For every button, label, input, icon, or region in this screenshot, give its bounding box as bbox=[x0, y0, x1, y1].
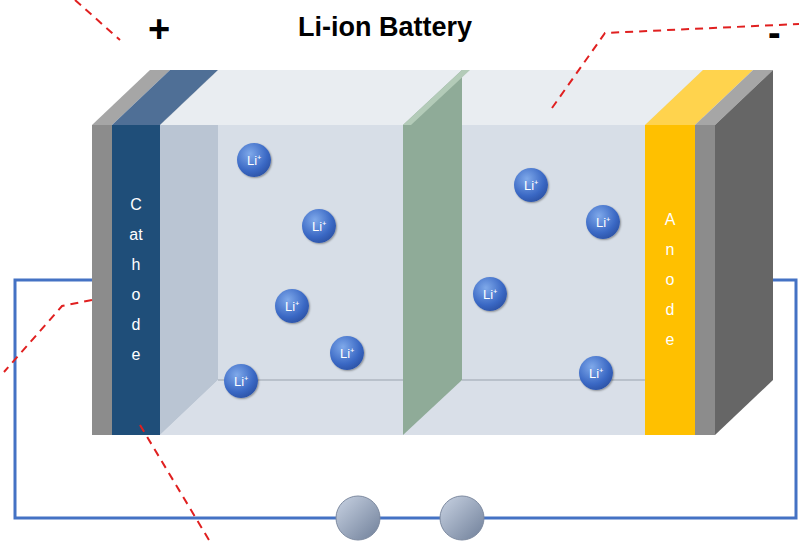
anode-plate-side bbox=[715, 70, 773, 435]
lithium-ion: Li⁺ bbox=[302, 209, 336, 243]
ion-label: Li⁺ bbox=[285, 297, 299, 315]
cathode-plate bbox=[92, 125, 112, 435]
anode-face bbox=[645, 125, 695, 435]
leader-line bbox=[4, 300, 92, 372]
ion-label: Li⁺ bbox=[589, 364, 603, 382]
lithium-ion: Li⁺ bbox=[275, 289, 309, 323]
title: Li-ion Battery bbox=[0, 12, 770, 43]
electrolyte-front bbox=[160, 125, 645, 435]
ion-label: Li⁺ bbox=[312, 217, 326, 235]
polarity-sign: - bbox=[768, 14, 781, 52]
lithium-ion: Li⁺ bbox=[224, 364, 258, 398]
lithium-ion: Li⁺ bbox=[579, 356, 613, 390]
ion-label: Li⁺ bbox=[596, 213, 610, 231]
ion-label: Li⁺ bbox=[247, 151, 261, 169]
lithium-ion: Li⁺ bbox=[514, 168, 548, 202]
vertical-label: Anode bbox=[662, 205, 678, 355]
lithium-ion: Li⁺ bbox=[237, 143, 271, 177]
leader-line bbox=[140, 425, 212, 545]
anode-band: Anode bbox=[645, 125, 695, 435]
separator bbox=[403, 70, 462, 435]
vertical-label: Cathode bbox=[128, 190, 144, 370]
ion-label: Li⁺ bbox=[483, 285, 497, 303]
cathode-band: Cathode bbox=[112, 125, 160, 435]
leader-line bbox=[75, 0, 120, 40]
separator-top bbox=[403, 70, 470, 125]
leader-line bbox=[552, 24, 799, 108]
lithium-ion: Li⁺ bbox=[330, 336, 364, 370]
cathode-face bbox=[112, 125, 160, 435]
lithium-ion: Li⁺ bbox=[473, 277, 507, 311]
polarity-sign: + bbox=[148, 10, 170, 48]
ion-label: Li⁺ bbox=[524, 176, 538, 194]
ion-label: Li⁺ bbox=[234, 372, 248, 390]
ion-label: Li⁺ bbox=[340, 344, 354, 362]
anode-plate bbox=[695, 125, 715, 435]
terminal-ball bbox=[336, 496, 380, 540]
terminal-ball bbox=[440, 496, 484, 540]
lithium-ion: Li⁺ bbox=[586, 205, 620, 239]
